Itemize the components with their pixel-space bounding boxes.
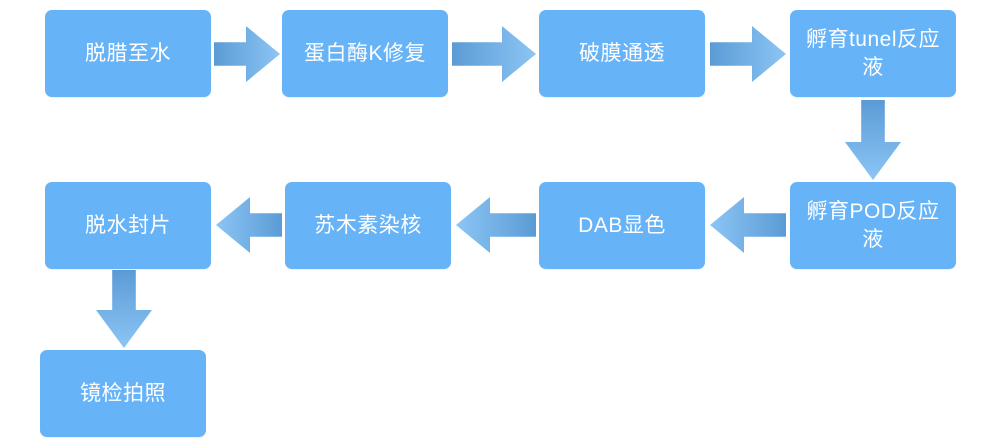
arrow-left-icon (710, 197, 786, 253)
flow-node-tuola-zhishui[interactable]: 脱腊至水 (45, 10, 211, 97)
flow-node-permeabilization[interactable]: 破膜通透 (539, 10, 705, 97)
flow-node-label: 孵育POD反应液 (806, 200, 940, 251)
flow-node-label: DAB显色 (578, 213, 666, 237)
flow-node-label: 孵育tunel反应液 (805, 28, 941, 79)
arrow-right-icon (214, 26, 280, 82)
flow-node-label: 苏木素染核 (314, 213, 422, 237)
flow-node-label: 脱腊至水 (85, 41, 171, 65)
arrow-down-icon (96, 270, 152, 348)
arrow-left-icon (456, 197, 536, 253)
flow-node-proteinase-k[interactable]: 蛋白酶K修复 (282, 10, 448, 97)
flow-node-microscopy-photo[interactable]: 镜检拍照 (40, 350, 206, 437)
arrow-down-icon (845, 100, 901, 180)
arrow-left-icon (216, 197, 282, 253)
flow-node-hematoxylin[interactable]: 苏木素染核 (285, 182, 451, 269)
arrow-right-icon (710, 26, 786, 82)
flow-node-dehydrate-mount[interactable]: 脱水封片 (45, 182, 211, 269)
arrow-right-icon (452, 26, 536, 82)
flow-node-dab-color[interactable]: DAB显色 (539, 182, 705, 269)
flow-node-label: 脱水封片 (85, 213, 171, 237)
flow-node-label: 破膜通透 (579, 41, 665, 65)
flow-node-pod-reaction[interactable]: 孵育POD反应液 (790, 182, 956, 269)
flow-node-label: 蛋白酶K修复 (303, 41, 426, 65)
flow-node-tunel-reaction[interactable]: 孵育tunel反应液 (790, 10, 956, 97)
flow-node-label: 镜检拍照 (80, 381, 166, 405)
